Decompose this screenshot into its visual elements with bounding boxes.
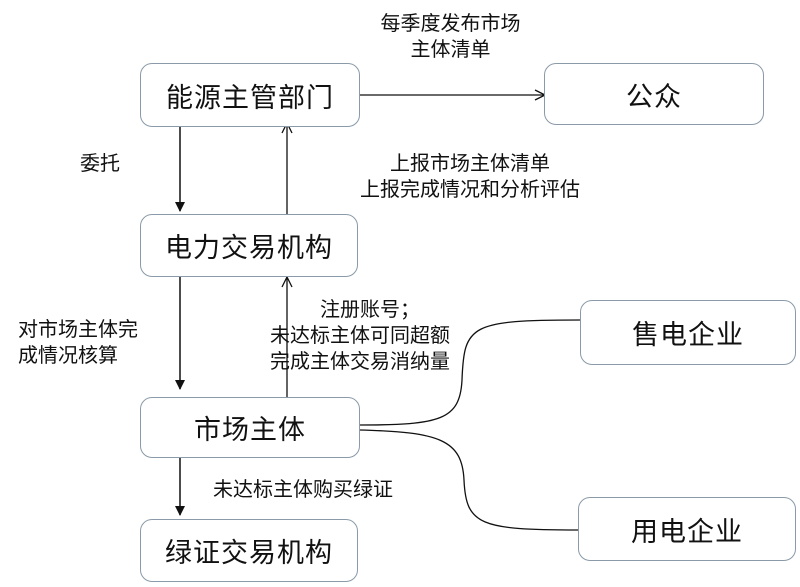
green-cert-exchange-box: 绿证交易机构 [140, 519, 358, 582]
consumer-company-box: 用电企业 [578, 497, 796, 561]
retail-company-label: 售电企业 [632, 320, 744, 351]
register-label-line-1: 注册账号； [320, 297, 420, 321]
publish-label: 每季度发布市场 主体清单 [358, 10, 543, 62]
register-label-line-2: 未达标主体可同超额 [270, 323, 450, 347]
public-box: 公众 [544, 63, 764, 125]
market-entities-box: 市场主体 [140, 397, 360, 458]
connector-to-consumer [359, 429, 579, 531]
register-label: 注册账号； 未达标主体可同超额 完成主体交易消纳量 [270, 296, 450, 374]
energy-authority-box: 能源主管部门 [140, 63, 360, 127]
retail-company-box: 售电企业 [580, 300, 796, 365]
buy-certs-label: 未达标主体购买绿证 [213, 477, 393, 501]
publish-label-line-1: 每季度发布市场 [380, 11, 521, 35]
accounting-label: 对市场主体完 成情况核算 [18, 316, 138, 368]
energy-authority-label: 能源主管部门 [166, 82, 334, 114]
register-label-line-3: 完成主体交易消纳量 [270, 349, 450, 373]
power-exchange-box: 电力交易机构 [140, 214, 358, 277]
entrust-label: 委托 [80, 151, 120, 175]
report-label-line-2: 上报完成情况和分析评估 [360, 177, 580, 201]
accounting-label-line-2: 成情况核算 [18, 343, 118, 367]
report-label: 上报市场主体清单 上报完成情况和分析评估 [330, 150, 610, 202]
accounting-label-line-1: 对市场主体完 [18, 317, 138, 341]
green-cert-exchange-label: 绿证交易机构 [165, 538, 333, 569]
report-label-line-1: 上报市场主体清单 [390, 151, 550, 175]
power-exchange-label: 电力交易机构 [165, 233, 333, 264]
connector-to-retail [359, 319, 581, 426]
consumer-company-label: 用电企业 [631, 516, 743, 548]
market-entities-label: 市场主体 [194, 415, 306, 446]
publish-label-line-2: 主体清单 [410, 37, 491, 61]
public-label: 公众 [626, 81, 682, 113]
